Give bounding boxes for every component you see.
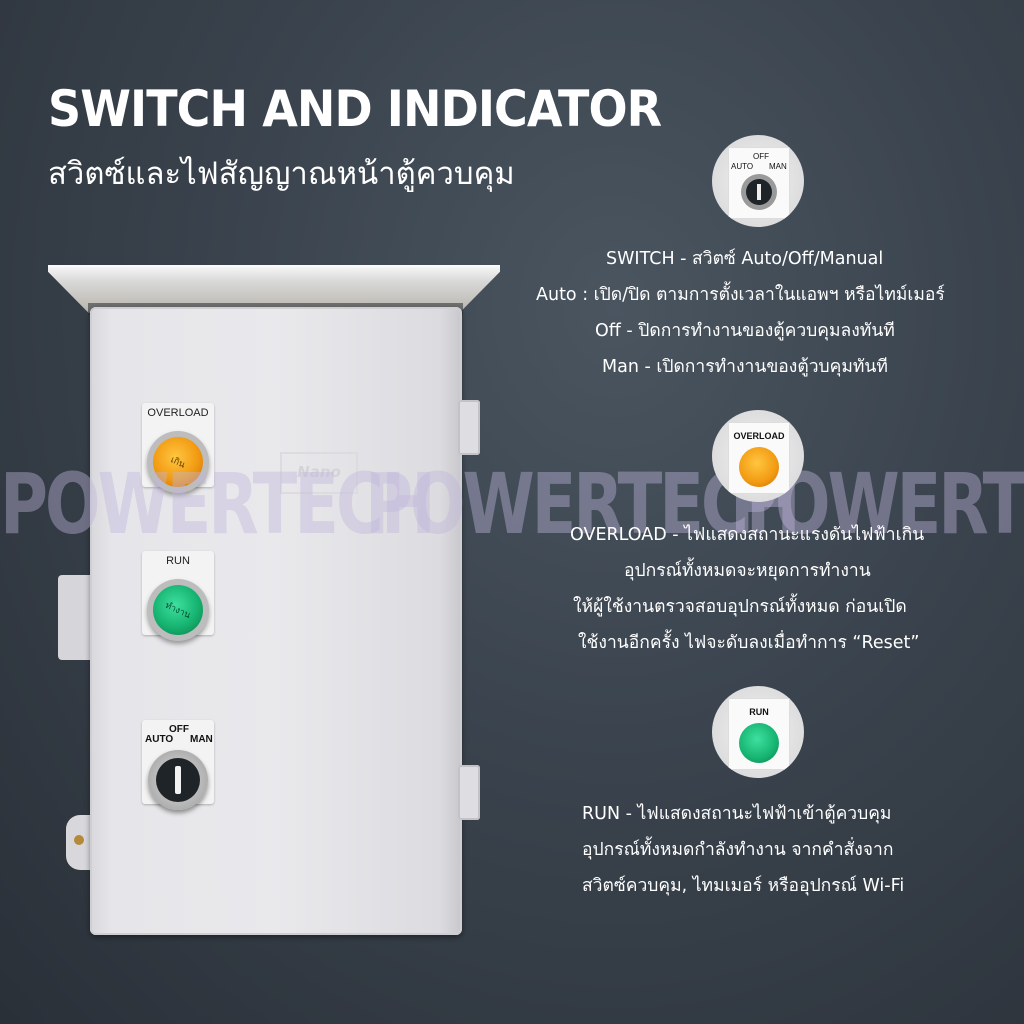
selector-indicator-bar xyxy=(175,766,181,794)
run-label: RUN xyxy=(166,555,190,567)
control-cabinet: Nano OVERLOAD เกิน RUN ทำงาน AUTO OFF MA… xyxy=(48,265,508,945)
door-hinge-top xyxy=(458,400,480,455)
overload-thumb-lamp xyxy=(739,447,779,487)
overload-lamp-lens: เกิน xyxy=(153,437,203,487)
cabinet-door: Nano OVERLOAD เกิน RUN ทำงาน AUTO OFF MA… xyxy=(90,307,462,935)
switch-thumb-plate: AUTO OFF MAN xyxy=(728,147,790,219)
run-line-2: อุปกรณ์ทั้งหมดกำลังทำงาน จากคำสั่งจาก xyxy=(582,840,894,860)
switch-thumbnail: AUTO OFF MAN xyxy=(712,135,804,227)
run-lamp-lens: ทำงาน xyxy=(153,585,203,635)
run-line-1: RUN - ไฟแสดงสถานะไฟฟ้าเข้าตู้ควบคุม xyxy=(582,804,892,824)
overload-indicator-plate: OVERLOAD เกิน xyxy=(142,403,214,493)
overload-thumbnail: OVERLOAD xyxy=(712,410,804,502)
run-lens-text: ทำงาน xyxy=(163,600,192,622)
thumb-selector-bar xyxy=(757,184,761,200)
page-title: SWITCH AND INDICATOR xyxy=(48,80,662,138)
run-lamp: ทำงาน xyxy=(147,579,209,641)
selector-switch[interactable] xyxy=(148,750,208,810)
selector-labels: AUTO OFF MAN xyxy=(142,720,214,748)
run-thumb-plate: RUN xyxy=(728,698,790,770)
overload-lamp: เกิน xyxy=(147,431,209,493)
run-indicator-plate: RUN ทำงาน xyxy=(142,551,214,641)
brand-logo: Nano xyxy=(280,452,358,494)
overload-line-4: ใช้งานอีกครั้ง ไฟจะดับลงเมื่อทำการ “Rese… xyxy=(578,633,920,653)
run-thumbnail: RUN xyxy=(712,686,804,778)
thumb-label-auto: AUTO xyxy=(731,162,754,171)
selector-label-off: OFF xyxy=(169,724,189,735)
switch-line-4: Man - เปิดการทำงานของตู้วบคุมทันที xyxy=(602,357,888,377)
thumb-selector xyxy=(741,174,777,210)
switch-line-1: SWITCH - สวิตซ์ Auto/Off/Manual xyxy=(606,249,884,269)
switch-line-2: Auto : เปิด/ปิด ตามการตั้งเวลาในแอพฯ หรื… xyxy=(536,285,945,305)
overload-line-1: OVERLOAD - ไฟแสดงสถานะแรงดันไฟฟ้าเกิน xyxy=(570,525,925,545)
overload-label: OVERLOAD xyxy=(147,407,209,419)
door-hinge-bottom xyxy=(458,765,480,820)
selector-label-man: MAN xyxy=(190,734,213,745)
switch-line-3: Off - ปิดการทำงานของตู้ควบคุมลงทันที xyxy=(595,321,895,341)
overload-lens-text: เกิน xyxy=(168,455,187,471)
thumb-selector-knob xyxy=(746,179,772,205)
run-line-3: สวิตซ์ควบคุม, ไทมเมอร์ หรืออุปกรณ์ Wi-Fi xyxy=(582,876,905,896)
selector-switch-plate: AUTO OFF MAN xyxy=(142,720,214,810)
selector-knob[interactable] xyxy=(156,758,200,802)
overload-thumb-plate: OVERLOAD xyxy=(728,422,790,494)
overload-line-3: ให้ผู้ใช้งานตรวจสอบอุปกรณ์ทั้งหมด ก่อนเป… xyxy=(573,597,907,617)
run-thumb-lamp xyxy=(739,723,779,763)
overload-thumb-label: OVERLOAD xyxy=(733,431,785,441)
run-thumb-label: RUN xyxy=(749,707,769,717)
selector-label-auto: AUTO xyxy=(145,734,174,745)
thumb-label-off: OFF xyxy=(753,152,769,161)
overload-line-2: อุปกรณ์ทั้งหมดจะหยุดการทำงาน xyxy=(624,561,871,581)
mounting-hole xyxy=(74,835,84,845)
thumb-label-man: MAN xyxy=(769,162,787,171)
page-subtitle: สวิตซ์และไฟสัญญาณหน้าตู้ควบคุม xyxy=(48,156,515,192)
cabinet-side-tab xyxy=(58,575,94,660)
